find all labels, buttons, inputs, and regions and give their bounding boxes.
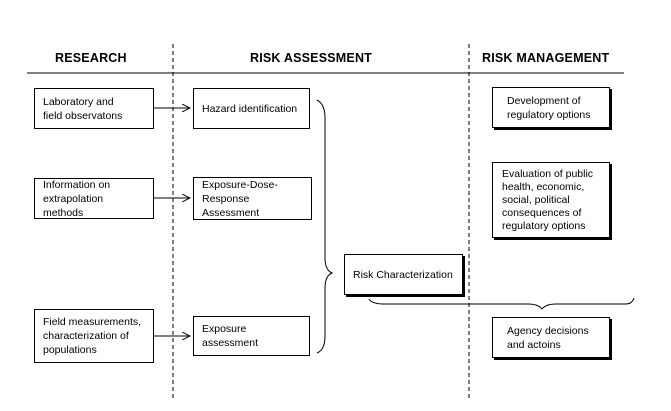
management-box-evaluation: Evaluation of public health, economic, s…: [492, 162, 610, 238]
management-box-agency-decisions-label: Agency decisions and actoins: [507, 324, 589, 351]
assessment-box-dose-response-label: Exposure-Dose- Response Assessment: [202, 178, 278, 219]
header-risk-management: RISK MANAGEMENT: [482, 51, 610, 65]
assessment-box-hazard: Hazard identification: [193, 88, 310, 129]
assessment-brace: [316, 99, 334, 354]
header-risk-assessment: RISK ASSESSMENT: [250, 51, 373, 65]
management-box-regulatory-options: Development of regulatory options: [492, 87, 610, 128]
management-box-regulatory-options-label: Development of regulatory options: [507, 94, 591, 121]
assessment-box-risk-characterization: Risk Characterization: [344, 254, 463, 295]
research-box-lab-field: Laboratory and field observatons: [34, 88, 154, 129]
research-box-extrapolation: Information on extrapolation methods: [34, 178, 154, 219]
research-box-lab-field-label: Laboratory and field observatons: [43, 95, 123, 122]
assessment-box-dose-response: Exposure-Dose- Response Assessment: [193, 177, 312, 220]
assessment-box-exposure-label: Exposure assessment: [202, 323, 259, 349]
assessment-box-exposure: Exposure assessment: [193, 316, 310, 356]
assessment-box-hazard-label: Hazard identification: [202, 102, 298, 115]
management-box-agency-decisions: Agency decisions and actoins: [492, 317, 610, 358]
management-box-evaluation-label: Evaluation of public health, economic, s…: [502, 167, 594, 232]
management-brace: [368, 297, 635, 310]
research-box-extrapolation-label: Information on extrapolation methods: [43, 178, 111, 219]
header-research: RESEARCH: [55, 51, 127, 65]
assessment-box-risk-characterization-label: Risk Characterization: [353, 268, 453, 281]
research-box-field-measurements: Field measurements, characterization of …: [34, 309, 154, 363]
research-box-field-measurements-label: Field measurements, characterization of …: [43, 316, 142, 356]
